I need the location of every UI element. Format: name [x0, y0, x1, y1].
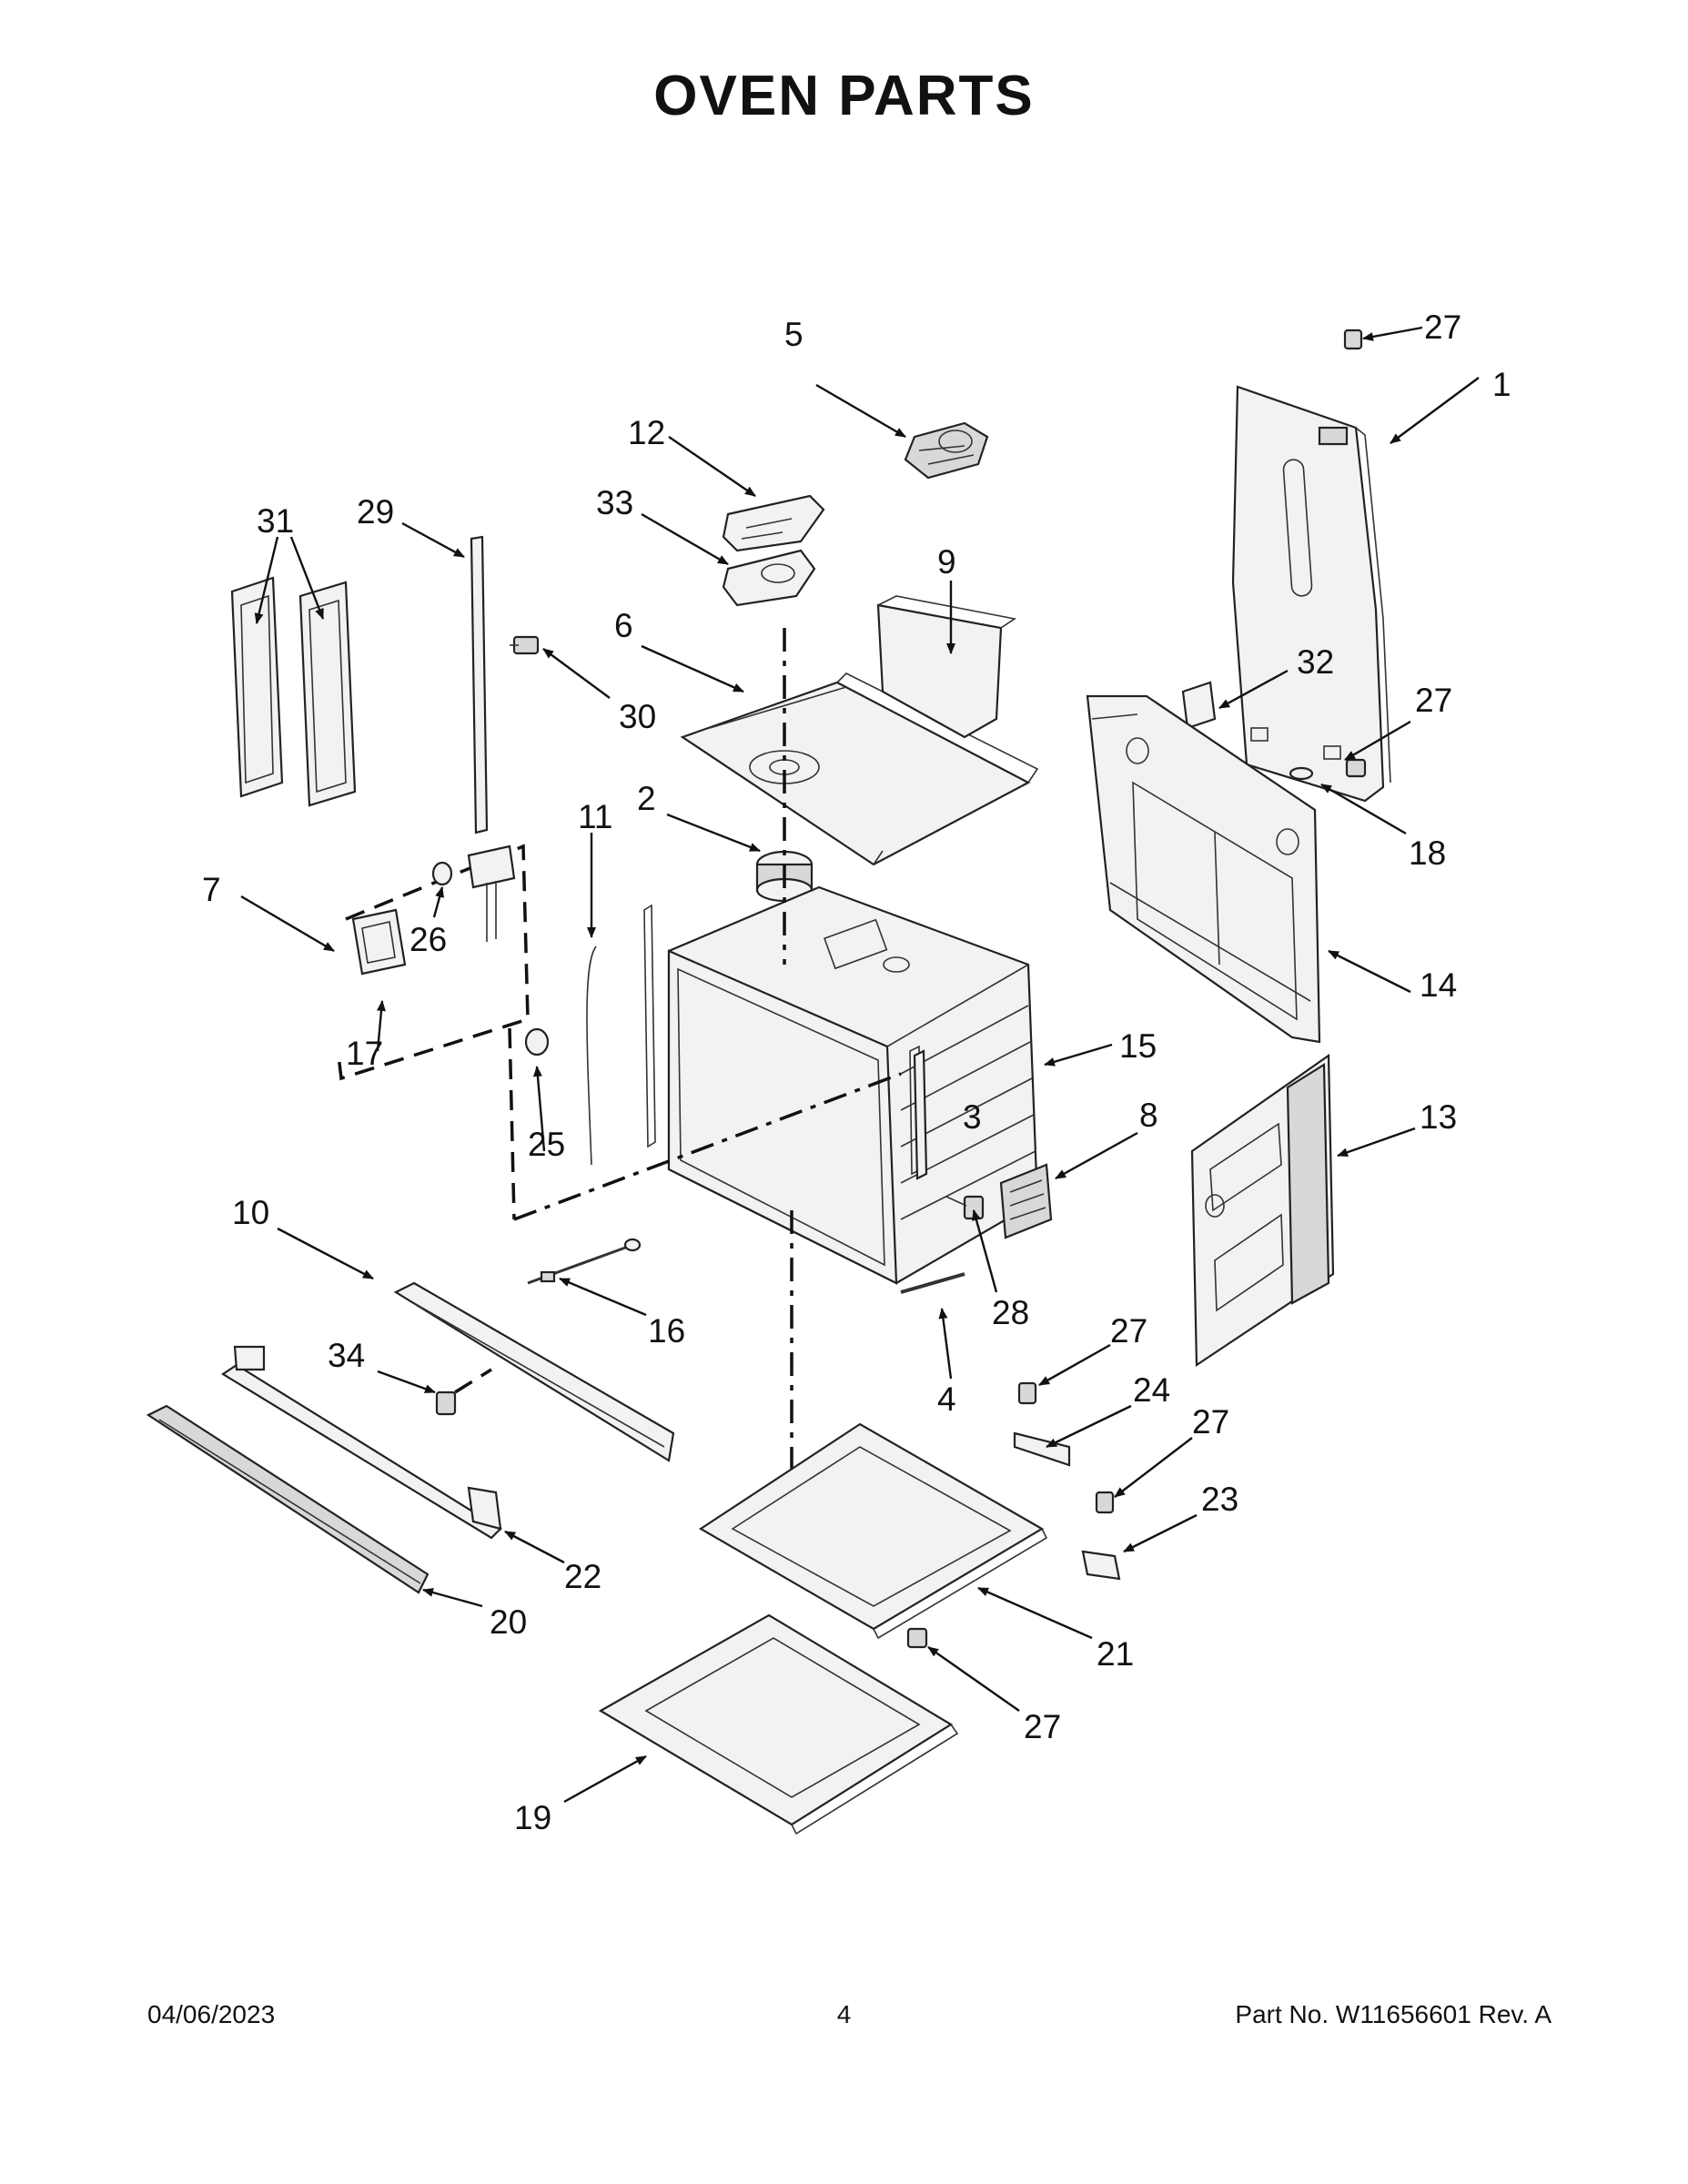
part-18-clip [1289, 766, 1314, 781]
part-19-floor [598, 1613, 959, 1835]
callout-4: 4 [937, 1380, 956, 1418]
callout-18: 18 [1409, 834, 1446, 872]
callout-20: 20 [490, 1603, 527, 1641]
part-8-filter [999, 1163, 1053, 1239]
part-31-side-panels [230, 576, 357, 807]
part-32-box [1181, 681, 1217, 730]
callout-15: 15 [1119, 1027, 1157, 1065]
callout-14: 14 [1420, 966, 1457, 1004]
part-7-light-assembly [337, 844, 530, 1081]
callout-19: 19 [514, 1799, 551, 1836]
part-10-trim [393, 1281, 675, 1462]
part-14-back-panel [1086, 694, 1321, 1044]
part-29-strip [470, 535, 489, 834]
assembly-line-front [513, 1072, 902, 1221]
callout-27-mid1: 27 [1110, 1312, 1147, 1350]
leader-lines [240, 326, 1480, 1804]
part-24-bracket [1013, 1431, 1071, 1467]
part-16-sensor [527, 1238, 642, 1285]
callout-21: 21 [1097, 1635, 1134, 1673]
footer-part-number: Part No. W11656601 Rev. A [1235, 2000, 1552, 2028]
part-22-bracket [220, 1345, 502, 1540]
callout-10: 10 [232, 1194, 269, 1231]
callout-5: 5 [784, 316, 804, 353]
part-4-rod [900, 1272, 965, 1294]
part-25-plug [524, 1027, 550, 1057]
callout-27-bottom: 27 [1024, 1708, 1061, 1745]
callout-3: 3 [963, 1098, 982, 1136]
oven-cavity [643, 885, 1039, 1285]
callout-11: 11 [578, 798, 612, 835]
part-5-switch-assembly [904, 421, 989, 480]
footer-page-number: 4 [836, 2000, 852, 2028]
part-30-screw [510, 635, 540, 655]
callout-33: 33 [596, 484, 633, 521]
callout-28: 28 [992, 1294, 1029, 1331]
callout-25: 25 [528, 1126, 565, 1163]
callout-9: 9 [937, 543, 956, 581]
part-3-bracket [913, 1049, 928, 1180]
callout-32: 32 [1297, 643, 1334, 681]
callout-2: 2 [637, 780, 656, 817]
part-34-screw [435, 1368, 492, 1416]
callout-8: 8 [1139, 1097, 1158, 1134]
callout-1: 1 [1492, 366, 1511, 403]
callout-26: 26 [409, 921, 447, 958]
callout-labels: 1 27 5 12 33 31 29 9 6 30 2 32 27 18 11 … [202, 308, 1511, 1836]
callout-27-top: 27 [1424, 308, 1461, 346]
part-1-rear-panel [1231, 385, 1391, 803]
callout-27-mid2: 27 [1192, 1403, 1229, 1441]
callout-17: 17 [346, 1035, 383, 1072]
part-27-screws [906, 329, 1367, 1649]
part-11-wire [586, 945, 597, 1166]
part-23-bracket [1081, 1550, 1121, 1581]
callout-22: 22 [564, 1558, 601, 1595]
callout-29: 29 [357, 493, 394, 531]
callout-27-right: 27 [1415, 682, 1452, 719]
callout-23: 23 [1201, 1481, 1238, 1518]
part-13-side-panel [1190, 1053, 1335, 1368]
callout-31: 31 [257, 502, 294, 540]
part-9-duct [876, 595, 1017, 739]
callout-12: 12 [628, 414, 665, 451]
callout-16: 16 [648, 1312, 685, 1350]
assembly-line-side [508, 1027, 516, 1220]
part-12-cover [722, 494, 825, 552]
page-title: OVEN PARTS [653, 65, 1035, 127]
callout-24: 24 [1133, 1371, 1170, 1409]
part-21-bottom-frame [698, 1422, 1048, 1640]
part-20-vent-grille [146, 1404, 430, 1594]
callout-13: 13 [1420, 1098, 1457, 1136]
footer-date: 04/06/2023 [147, 2000, 276, 2028]
callout-6: 6 [614, 607, 633, 644]
callout-30: 30 [619, 698, 656, 735]
callout-34: 34 [328, 1337, 365, 1374]
callout-7: 7 [202, 871, 221, 908]
part-33-bracket [722, 549, 816, 607]
